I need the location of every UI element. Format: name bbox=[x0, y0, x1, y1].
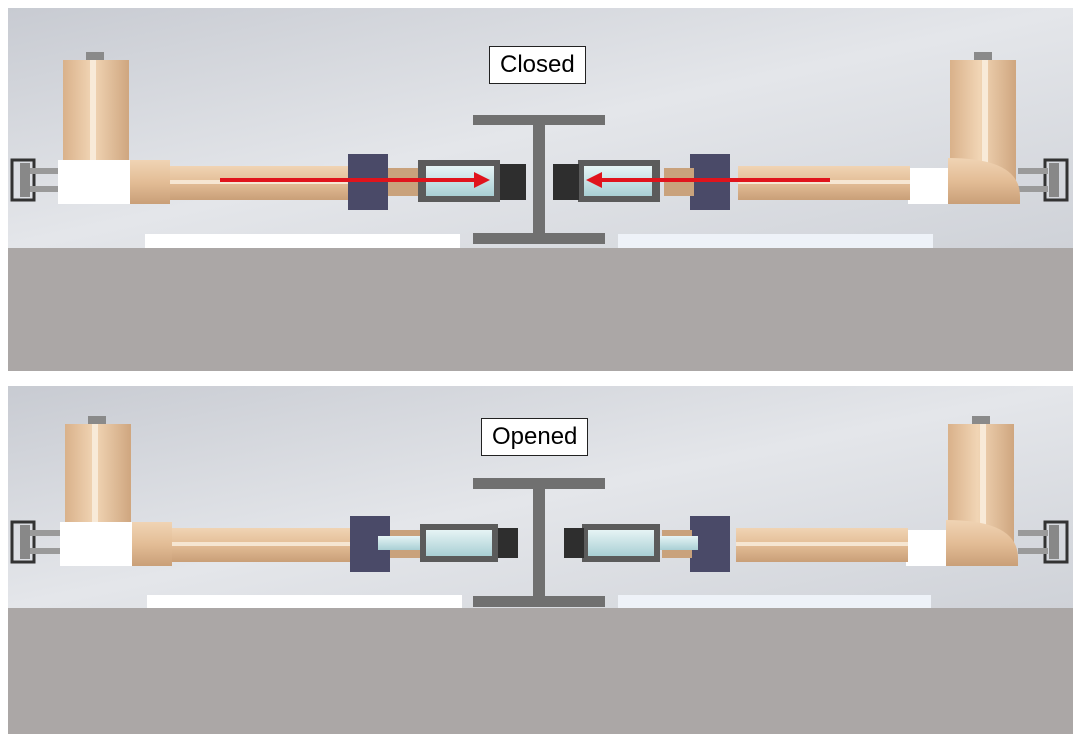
right-motion-arrow bbox=[586, 172, 830, 188]
right-elbow bbox=[908, 168, 952, 204]
opened-panel: Opened bbox=[8, 386, 1073, 734]
left-elbow bbox=[60, 522, 132, 566]
right-actuator-assembly bbox=[564, 416, 1069, 572]
left-jaw-pad bbox=[500, 164, 526, 200]
left-floor-pad bbox=[145, 234, 460, 248]
right-floor-pad bbox=[618, 595, 931, 608]
floor bbox=[8, 248, 1073, 371]
left-jaw-insert bbox=[426, 530, 492, 556]
left-arm-segment-1 bbox=[132, 522, 172, 566]
left-elbow bbox=[58, 160, 130, 204]
closed-panel: Closed bbox=[8, 8, 1073, 371]
right-mount-bracket bbox=[1018, 520, 1069, 564]
right-elbow-curve bbox=[948, 158, 1020, 204]
right-elbow-curve bbox=[946, 520, 1018, 566]
i-beam bbox=[473, 115, 605, 244]
i-beam bbox=[473, 478, 605, 607]
left-actuator-assembly bbox=[10, 416, 518, 572]
left-mount-bracket bbox=[10, 158, 60, 202]
left-jaw-pad bbox=[498, 528, 518, 558]
right-jaw-pad bbox=[553, 164, 579, 200]
right-jaw-insert bbox=[588, 530, 654, 556]
floor bbox=[8, 608, 1073, 734]
left-motion-arrow bbox=[220, 172, 490, 188]
right-mount-bracket bbox=[1018, 158, 1069, 202]
closed-state-label: Closed bbox=[489, 46, 586, 84]
left-arm-segment-1 bbox=[130, 160, 170, 204]
right-actuator-assembly bbox=[553, 52, 1069, 210]
right-elbow bbox=[906, 530, 950, 566]
left-mount-bracket bbox=[10, 520, 60, 564]
opened-scene bbox=[8, 386, 1073, 734]
opened-state-label: Opened bbox=[481, 418, 589, 456]
right-jaw-pad bbox=[564, 528, 584, 558]
left-actuator-assembly bbox=[10, 52, 526, 210]
left-floor-pad bbox=[147, 595, 462, 608]
right-floor-pad bbox=[618, 234, 933, 248]
